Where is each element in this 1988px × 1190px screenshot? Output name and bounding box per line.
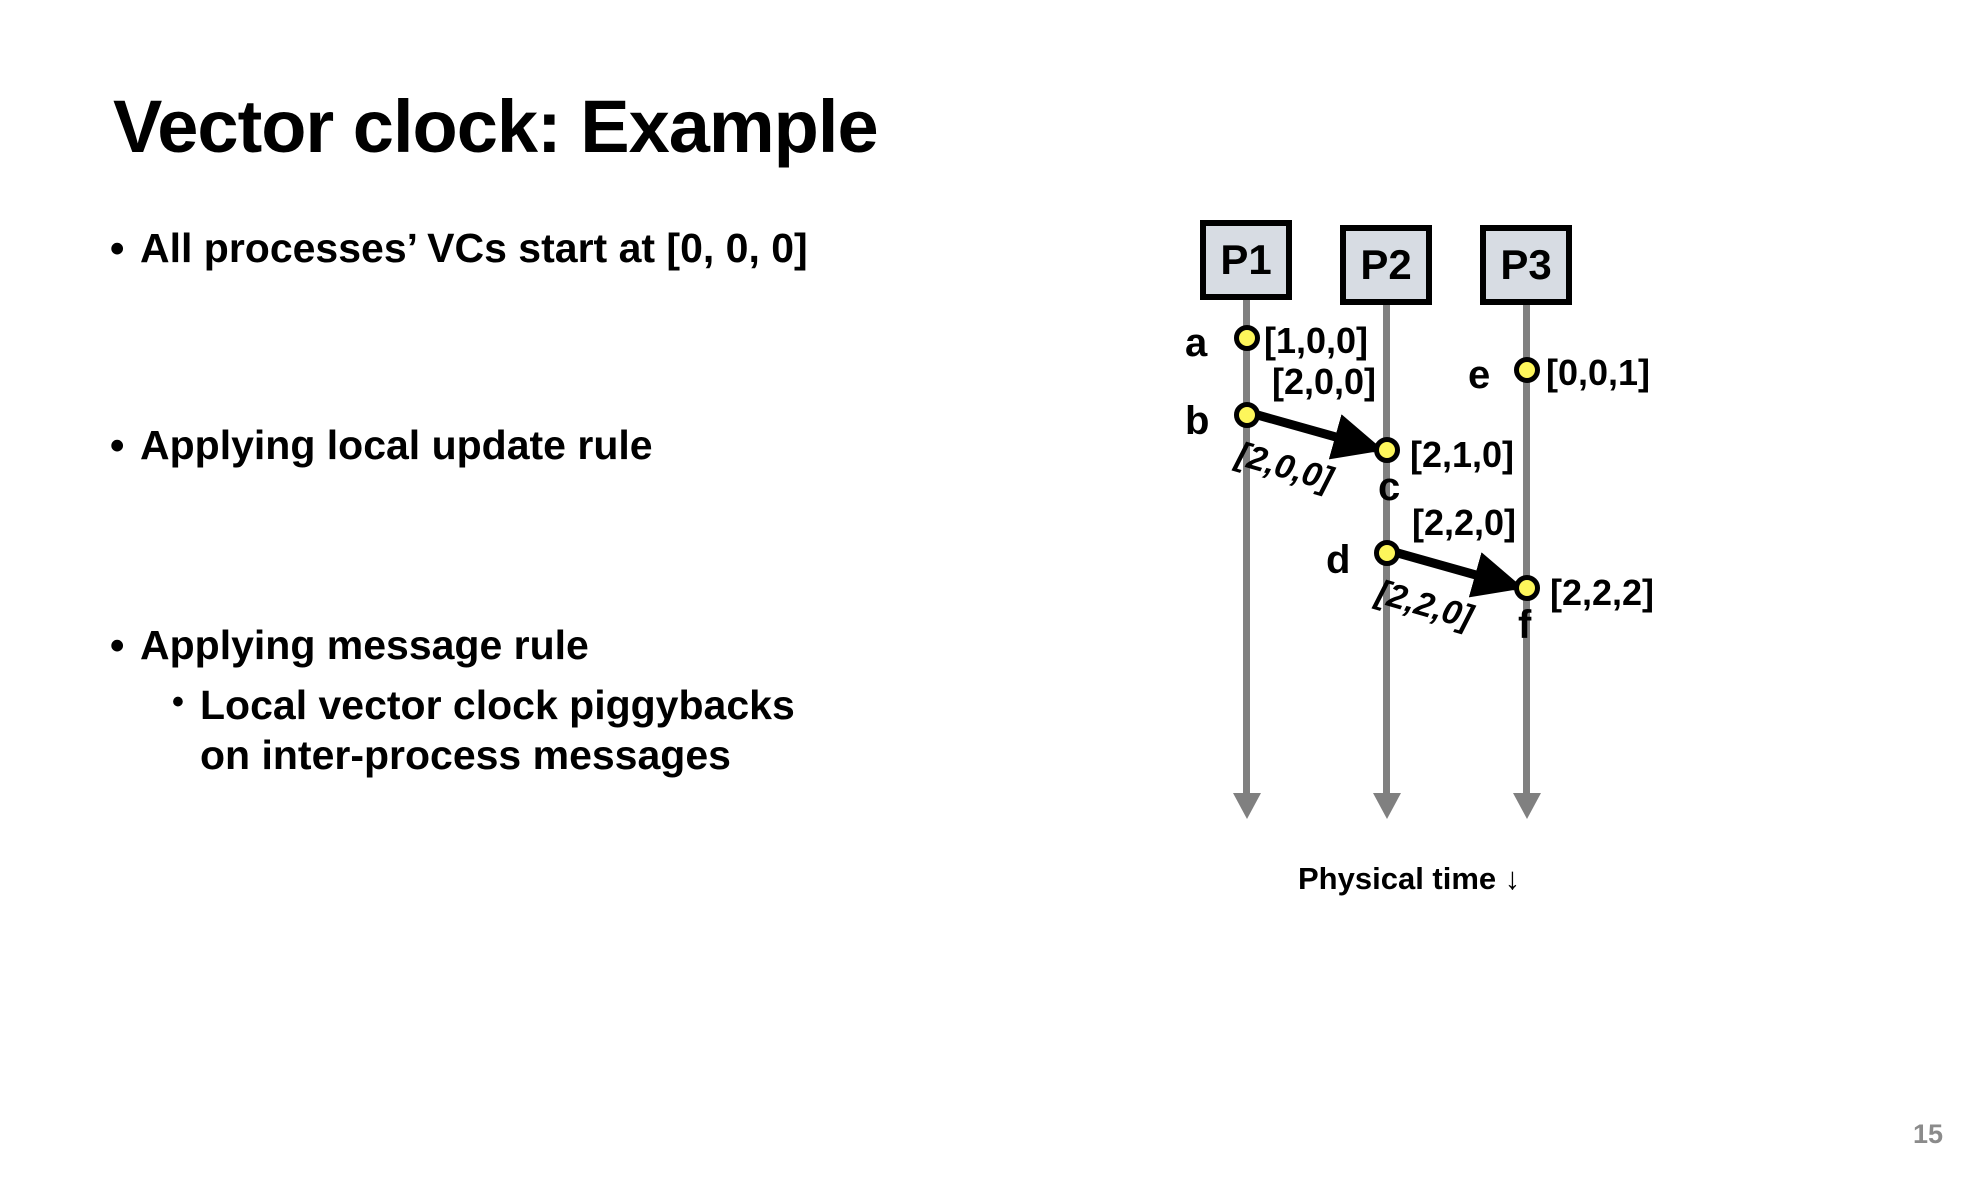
- event-d-dot: [1374, 540, 1400, 566]
- process-box-p3: P3: [1480, 225, 1572, 305]
- event-a-vc: [1,0,0]: [1264, 320, 1369, 361]
- event-d-label: d: [1326, 538, 1351, 582]
- event-e-label: e: [1468, 353, 1491, 397]
- process-box-p2-label: P2: [1360, 241, 1412, 288]
- bullet-item-2-label: Applying local update rule: [140, 422, 653, 468]
- bullet-item-1-label: All processes’ VCs start at [0, 0, 0]: [140, 225, 808, 271]
- process-box-p1-label: P1: [1220, 236, 1272, 283]
- event-d-vc: [2,2,0]: [1412, 502, 1517, 543]
- physical-time-caption: Physical time ↓: [1298, 861, 1521, 896]
- sub-bullet-line-1: Local vector clock piggybacks: [200, 682, 795, 728]
- event-f-vc: [2,2,2]: [1550, 572, 1655, 613]
- message-arrow-b-to-c: [1252, 409, 1524, 598]
- timeline-p3-arrow-icon: [1513, 793, 1541, 819]
- event-c-dot: [1374, 437, 1400, 463]
- sub-bullet-item-1-text: Local vector clock piggybacks on inter-p…: [200, 680, 795, 780]
- process-box-p2: P2: [1340, 225, 1432, 305]
- bullet-item-3-label: Applying message rule: [140, 622, 589, 668]
- event-f-label: f: [1518, 603, 1532, 647]
- timeline-p3: [1523, 300, 1530, 800]
- event-f-dot: [1514, 575, 1540, 601]
- event-a-dot: [1234, 325, 1260, 351]
- event-b-vc: [2,0,0]: [1272, 361, 1377, 402]
- bullet-item-2: • Applying local update rule: [110, 422, 653, 470]
- bullet-marker-icon: •: [110, 422, 125, 468]
- timeline-p1-arrow-icon: [1233, 793, 1261, 819]
- bullet-item-3: • Applying message rule: [110, 622, 589, 670]
- vector-clock-diagram: P1 P2 P3 a [1,0,0] b [2,0,0] [2,0,0]: [1180, 215, 1970, 1095]
- event-e-vc: [0,0,1]: [1546, 352, 1651, 393]
- event-e-dot: [1514, 357, 1540, 383]
- page-number: 15: [1912, 1119, 1943, 1149]
- bullet-item-1: • All processes’ VCs start at [0, 0, 0]: [110, 225, 808, 273]
- bullet-marker-icon: •: [110, 622, 125, 668]
- page-title: Vector clock: Example: [113, 85, 879, 168]
- timeline-p2-arrow-icon: [1373, 793, 1401, 819]
- event-a-label: a: [1185, 321, 1208, 365]
- sub-bullet-item-1: • Local vector clock piggybacks on inter…: [172, 680, 795, 780]
- sub-bullet-marker-icon: •: [172, 683, 184, 721]
- process-box-p1: P1: [1200, 220, 1292, 300]
- event-c-label: c: [1378, 465, 1401, 509]
- bullet-marker-icon: •: [110, 225, 125, 271]
- timeline-p1: [1243, 300, 1250, 800]
- process-box-p3-label: P3: [1500, 241, 1552, 288]
- event-b-dot: [1234, 402, 1260, 428]
- event-c-vc: [2,1,0]: [1410, 434, 1515, 475]
- event-b-label: b: [1185, 399, 1210, 443]
- sub-bullet-line-2: on inter-process messages: [200, 732, 731, 779]
